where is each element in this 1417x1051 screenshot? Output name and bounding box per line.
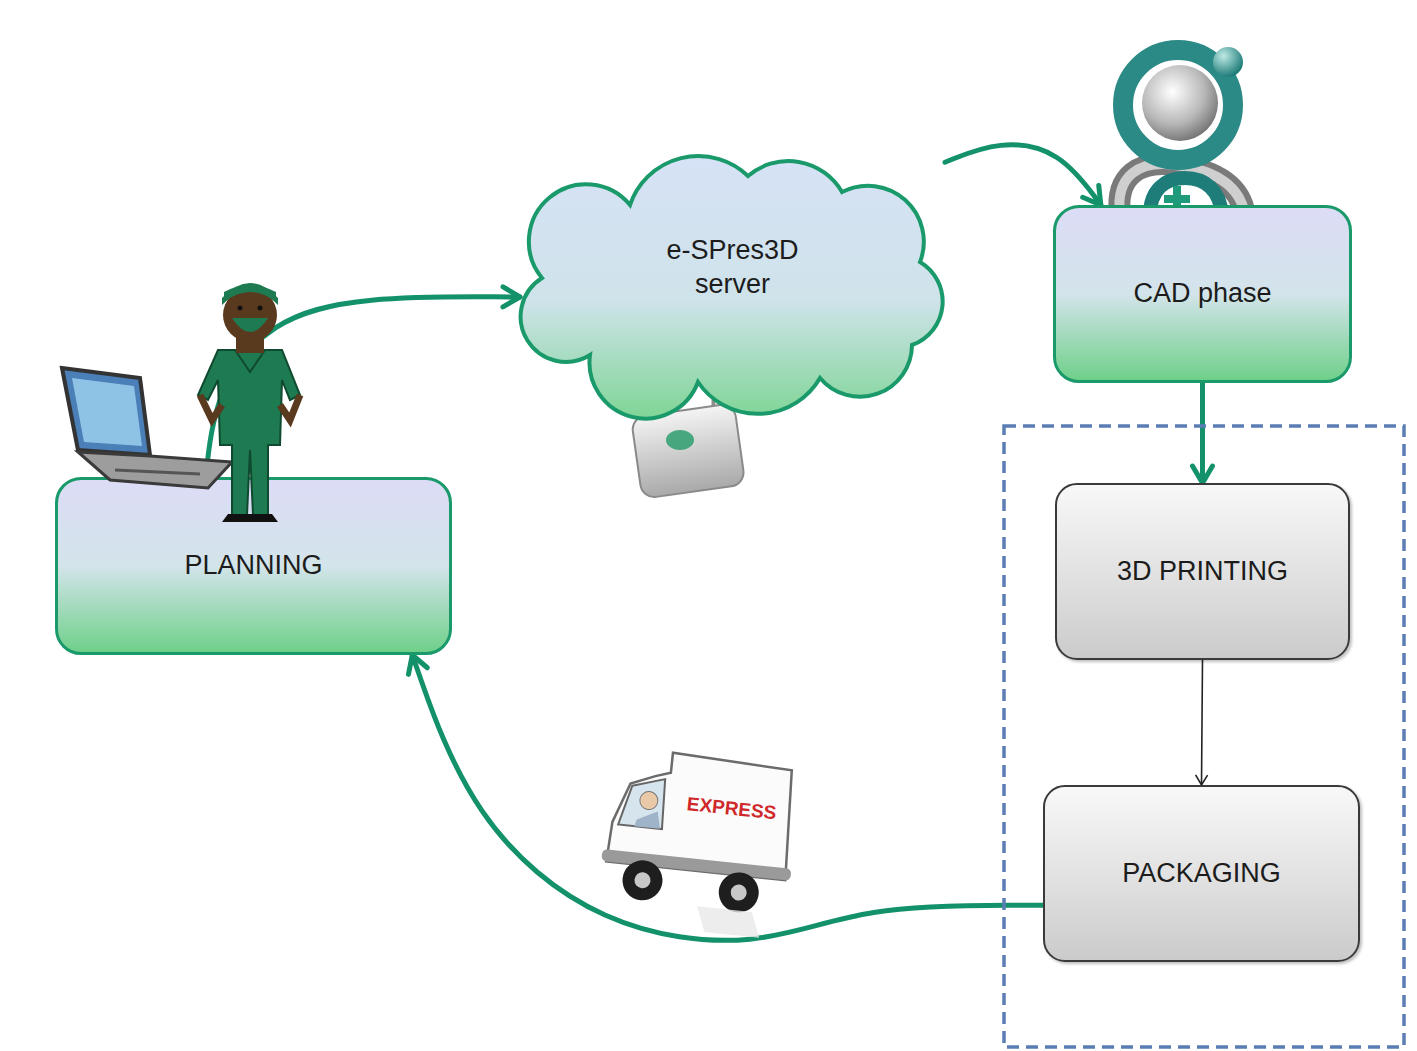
server-cloud: e-SPres3D server [520, 150, 945, 395]
box-label: e-SPres3D server [648, 234, 818, 302]
laptop-icon [62, 368, 232, 488]
surgeon-figure [198, 283, 300, 522]
flow-arrow [1202, 660, 1203, 785]
flow-arrow [1200, 383, 1205, 483]
box-label: PACKAGING [1122, 857, 1281, 891]
box-label: CAD phase [1133, 277, 1271, 311]
box-label: 3D PRINTING [1117, 555, 1288, 589]
flow-arrow [945, 145, 1101, 205]
cad-logo [1119, 47, 1245, 215]
van-lettering: EXPRESS [686, 793, 778, 824]
process-box: PACKAGING [1043, 785, 1360, 962]
group-outline [1004, 426, 1404, 1047]
delivery-van [595, 747, 802, 941]
process-box: PLANNING [55, 477, 452, 655]
box-label: PLANNING [184, 549, 322, 583]
flow-arrow [412, 655, 1043, 940]
process-box: 3D PRINTING [1055, 483, 1350, 660]
flow-arrow [206, 297, 520, 477]
process-box: CAD phase [1053, 205, 1352, 383]
